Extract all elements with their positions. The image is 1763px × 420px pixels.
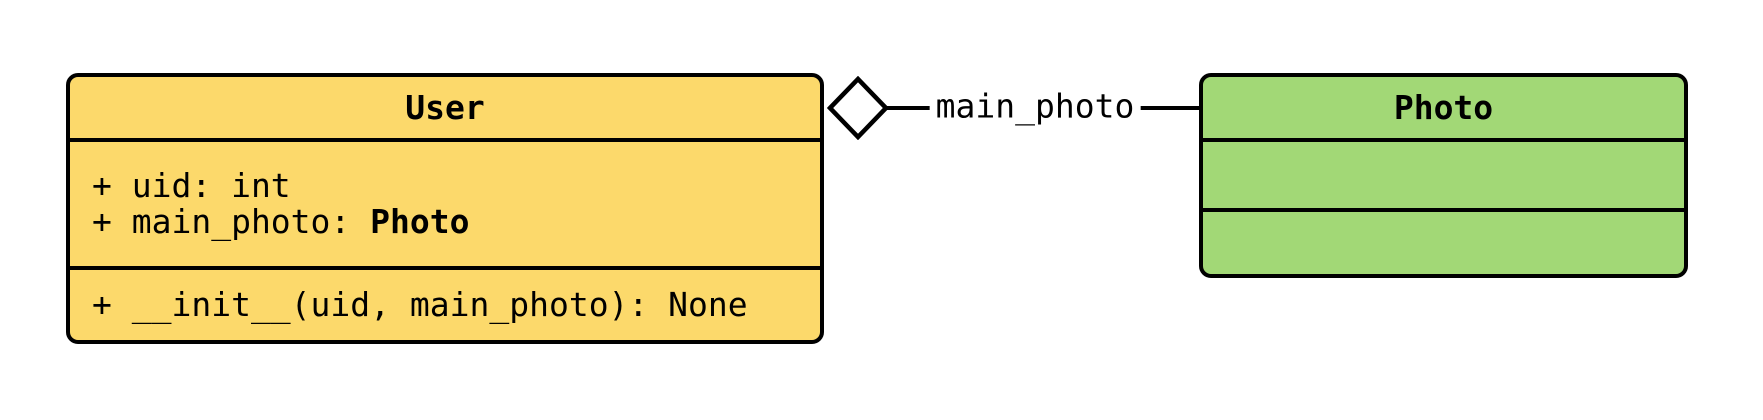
attributes-compartment-photo: [1203, 138, 1684, 208]
aggregation-diamond-icon: [827, 76, 889, 140]
attribute-text: + main_photo:: [92, 202, 371, 241]
attribute-line: + main_photo: Photo: [92, 204, 820, 240]
attribute-line: + uid: int: [92, 168, 820, 204]
attributes-compartment-user: + uid: int + main_photo: Photo: [70, 138, 820, 266]
attribute-type-ref: Photo: [370, 202, 470, 241]
class-box-photo: Photo: [1199, 73, 1688, 278]
class-title-user: User: [405, 88, 485, 127]
attribute-text: + uid: int: [92, 166, 291, 205]
class-title-photo: Photo: [1393, 88, 1494, 127]
class-box-user: User + uid: int + main_photo: Photo + __…: [66, 73, 824, 344]
methods-compartment-user: + __init__(uid, main_photo): None: [70, 266, 820, 340]
methods-compartment-photo: [1203, 208, 1684, 270]
association-label: main_photo: [929, 86, 1141, 127]
method-line: + __init__(uid, main_photo): None: [92, 285, 748, 324]
